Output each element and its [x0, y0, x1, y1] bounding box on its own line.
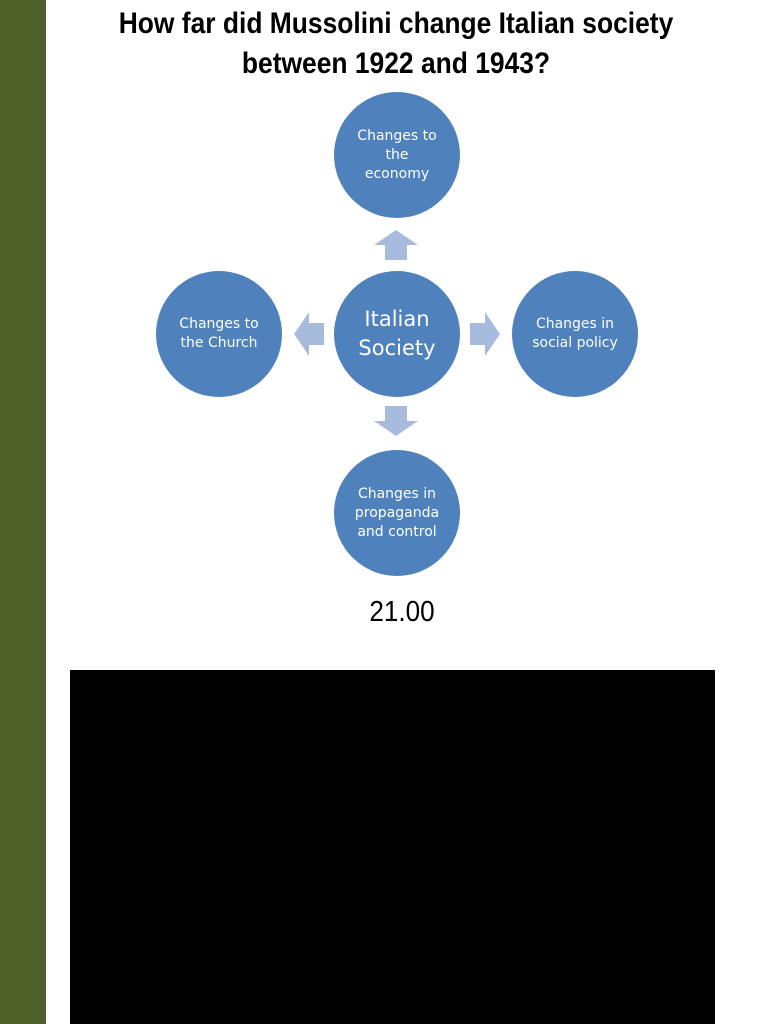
- node-church: Changes to the Church: [156, 271, 282, 397]
- node-economy-line-3: economy: [364, 165, 430, 182]
- page-title: How far did Mussolini change Italian soc…: [88, 4, 704, 84]
- arrow-down-icon: [374, 406, 418, 436]
- arrow-left-icon: [294, 312, 324, 356]
- node-propaganda-line-1: Changes in: [357, 485, 437, 502]
- arrow-right-icon: [470, 312, 500, 356]
- node-social-policy-line-2: social policy: [532, 335, 618, 351]
- title-line-1: How far did Mussolini change Italian soc…: [118, 7, 674, 40]
- node-center-line-1: Italian: [364, 307, 430, 331]
- sidebar-accent-bar: [0, 0, 46, 1024]
- node-social-policy: Changes in social policy: [512, 271, 638, 397]
- node-church-line-2: the Church: [180, 335, 258, 351]
- title-line-2: between 1922 and 1943?: [241, 47, 551, 80]
- node-economy: Changes to the economy: [334, 92, 460, 218]
- node-propaganda-line-3: and control: [357, 523, 437, 540]
- time-label: 21.00: [369, 596, 435, 628]
- video-player-area[interactable]: [70, 670, 715, 1024]
- node-social-policy-line-1: Changes in: [535, 316, 615, 332]
- node-church-line-1: Changes to: [179, 316, 259, 332]
- node-center-line-2: Society: [358, 336, 436, 360]
- node-propaganda-line-2: propaganda: [354, 504, 440, 521]
- node-economy-line-2: the: [385, 146, 409, 163]
- node-propaganda: Changes in propaganda and control: [334, 450, 460, 576]
- arrow-up-icon: [374, 230, 418, 260]
- node-economy-line-1: Changes to: [357, 127, 437, 144]
- node-italian-society: Italian Society: [334, 271, 460, 397]
